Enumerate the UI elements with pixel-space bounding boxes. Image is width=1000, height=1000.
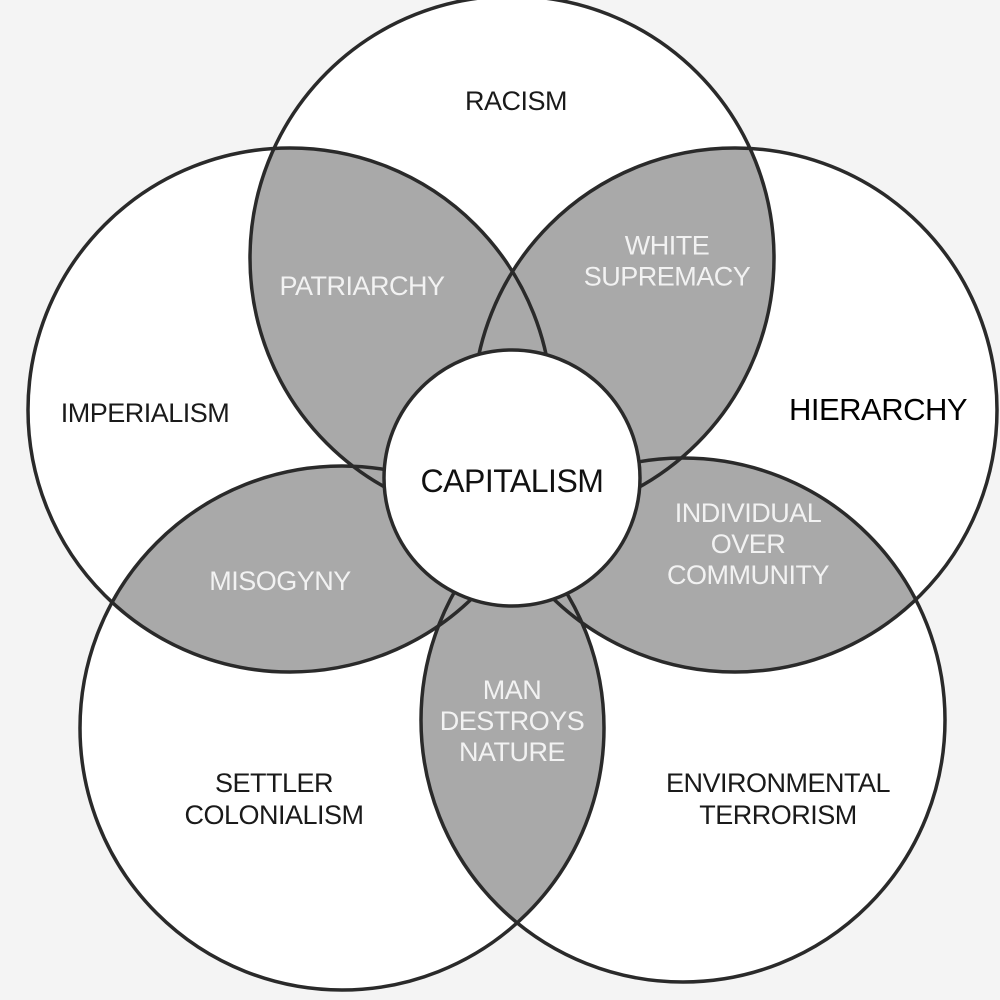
circle-label-right-line-1: HIERARCHY (789, 392, 967, 427)
overlap-label-right-lower-right-line-3: COMMUNITY (667, 560, 829, 590)
circle-label-left-line-1: IMPERIALISM (61, 398, 230, 428)
circle-label-right: HIERARCHY (789, 392, 967, 427)
overlap-label-lower-right-lower-left-line-1: MAN (483, 675, 542, 705)
overlap-label-right-lower-right-line-2: OVER (711, 529, 786, 559)
circle-label-lower-right-line-2: TERRORISM (699, 800, 857, 830)
overlap-label-top-right-line-1: WHITE (625, 231, 710, 261)
center-label: CAPITALISM (421, 463, 604, 499)
circle-label-lower-left-line-2: COLONIALISM (184, 800, 363, 830)
circle-outline-lower-left (78, 464, 606, 992)
overlap-label-lower-right-lower-left-line-2: DESTROYS (440, 706, 585, 736)
overlap-label-lower-right-lower-left-line-3: NATURE (459, 737, 565, 767)
overlap-label-lower-left-left-line-1: MISOGYNY (209, 566, 351, 596)
circle-label-lower-left-line-1: SETTLER (215, 768, 333, 798)
circle-label-top-line-1: RACISM (465, 86, 567, 116)
overlap-label-right-lower-right-line-1: INDIVIDUAL (675, 498, 822, 528)
circle-label-lower-right-line-1: ENVIRONMENTAL (666, 768, 891, 798)
circle-label-left: IMPERIALISM (61, 398, 230, 428)
overlap-label-top-left-line-1: PATRIARCHY (279, 271, 445, 301)
overlap-label-top-right-line-2: SUPREMACY (584, 262, 751, 292)
overlap-label-top-left: PATRIARCHY (279, 271, 445, 301)
overlap-label-lower-left-left: MISOGYNY (209, 566, 351, 596)
center-circle (382, 348, 642, 608)
circle-label-top: RACISM (465, 86, 567, 116)
circle-outline-lower-right (419, 456, 947, 984)
